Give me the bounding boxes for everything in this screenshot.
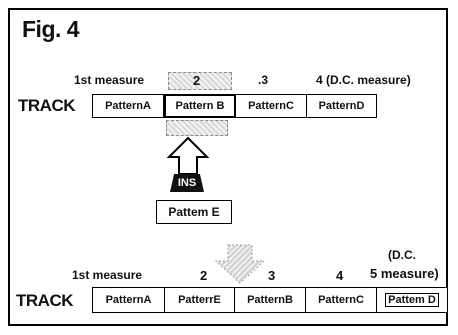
bottom-pattern-a: PatternA — [93, 288, 165, 312]
top-measure-2-label: 2 — [193, 73, 201, 88]
bottom-measure-3-label: 3 — [268, 268, 276, 283]
top-measure-1-label: 1st measure — [74, 73, 145, 87]
top-measure-3-label: .3 — [258, 73, 269, 87]
top-measure-2-highlight — [168, 72, 232, 90]
top-insert-gap-highlight — [166, 120, 228, 136]
bottom-measure-5-line1: (D.C. — [388, 248, 416, 262]
bottom-pattern-b: PatternB — [235, 288, 306, 312]
insert-down-arrow-icon — [214, 244, 266, 284]
top-pattern-c: PatternC — [236, 95, 307, 117]
bottom-pattern-c: PatternC — [306, 288, 377, 312]
ins-button[interactable]: INS — [170, 174, 204, 192]
top-pattern-a: PatternA — [93, 95, 164, 117]
bottom-measure-5-line2: 5 measure) — [370, 266, 439, 281]
top-pattern-d: PatternD — [318, 100, 365, 112]
insert-up-arrow-icon — [166, 136, 210, 175]
bottom-pattern-d-label: Pattem D — [385, 293, 439, 307]
top-track-label: TRACK — [18, 96, 76, 115]
bottom-track-label: TRACK — [16, 291, 74, 310]
bottom-pattern-e: PatterrE — [165, 288, 235, 312]
bottom-measure-2-label: 2 — [200, 268, 208, 283]
bottom-track: PatternA PatterrE PatternB PatternC Patt… — [92, 287, 448, 313]
top-track: PatternA Pattern B PatternC PatternD — [92, 94, 377, 118]
figure-title: Fig. 4 — [22, 16, 80, 42]
top-measure-4-label: 4 (D.C. measure) — [316, 73, 411, 87]
top-pattern-b: Pattern B — [164, 94, 236, 118]
bottom-measure-4-label: 4 — [336, 268, 344, 283]
bottom-measure-1-label: 1st measure — [72, 268, 143, 282]
bottom-pattern-d: Pattem D — [377, 288, 447, 312]
pattern-e-box: Pattem E — [156, 200, 232, 224]
figure-frame — [8, 8, 448, 326]
